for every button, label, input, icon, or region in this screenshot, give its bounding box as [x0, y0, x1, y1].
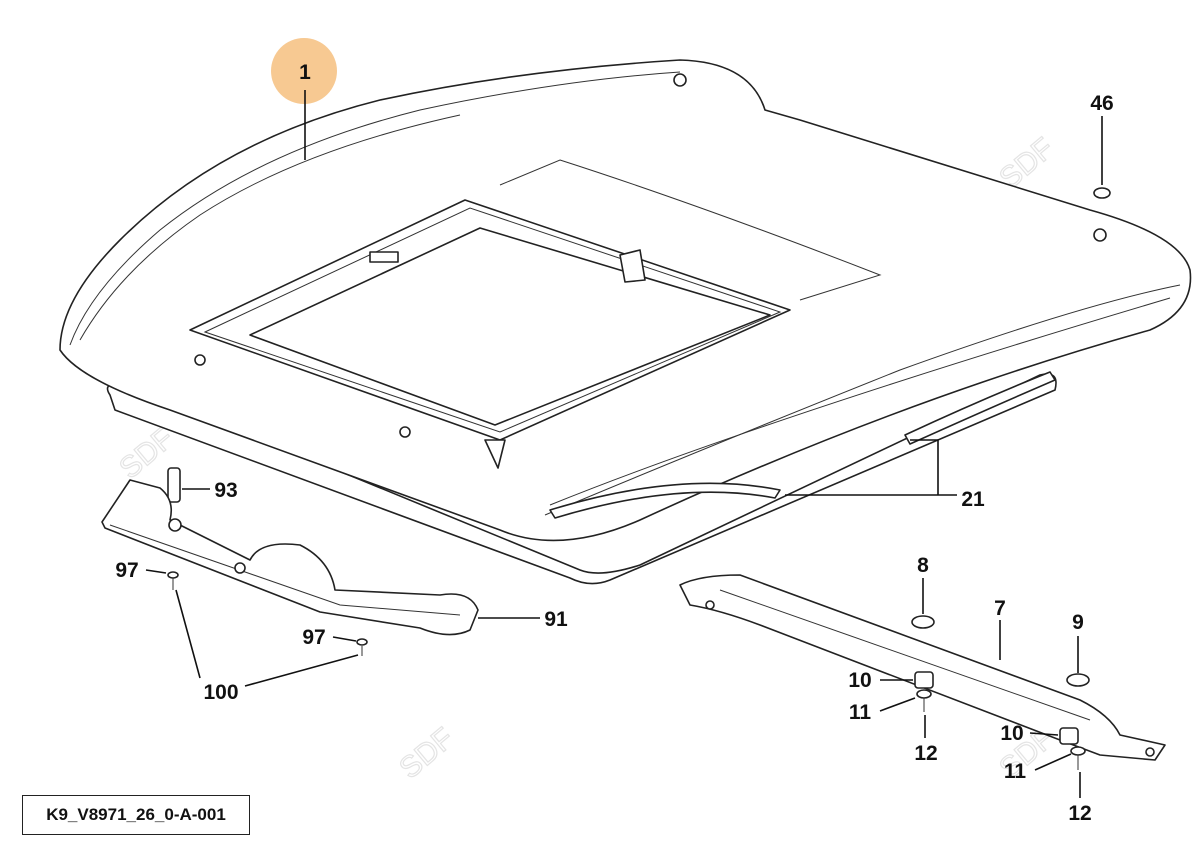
selected-item-highlight [271, 38, 337, 104]
washer-9[interactable] [1066, 673, 1090, 687]
callout-12[interactable]: 12 [914, 742, 937, 765]
bracket-91[interactable] [101, 479, 479, 636]
trim-strip[interactable] [904, 371, 1056, 445]
callout-labels: 1 46 93 21 97 91 97 100 8 7 9 10 11 12 1… [115, 61, 1113, 825]
watermark-sdf: SDF [393, 722, 460, 786]
drawing-id-box: K9_V8971_26_0-A-001 [22, 795, 250, 835]
callout-93[interactable]: 93 [214, 479, 237, 502]
callout-1[interactable]: 1 [299, 61, 311, 84]
bushing-10[interactable] [1059, 727, 1079, 745]
latch [369, 251, 399, 263]
callout-10[interactable]: 10 [1000, 722, 1023, 745]
callout-11[interactable]: 11 [849, 701, 872, 724]
callout-12[interactable]: 12 [1068, 802, 1091, 825]
spacer-93[interactable] [167, 467, 181, 503]
callout-8[interactable]: 8 [917, 554, 929, 577]
plug-46[interactable] [1093, 187, 1111, 199]
crossbar-7[interactable] [679, 574, 1166, 761]
leader-lines [145, 90, 1103, 798]
callout-97[interactable]: 97 [115, 559, 138, 582]
callout-10[interactable]: 10 [848, 669, 871, 692]
callout-21[interactable]: 21 [961, 488, 985, 511]
callout-46[interactable]: 46 [1090, 92, 1113, 115]
washer-8[interactable] [911, 615, 935, 629]
callout-11[interactable]: 11 [1004, 760, 1027, 783]
callout-91[interactable]: 91 [544, 608, 568, 631]
bushing-10[interactable] [914, 671, 934, 689]
callout-7[interactable]: 7 [994, 597, 1006, 620]
callout-97[interactable]: 97 [302, 626, 325, 649]
hinge-bracket [619, 249, 646, 283]
callout-100[interactable]: 100 [203, 681, 238, 704]
callout-9[interactable]: 9 [1072, 611, 1084, 634]
